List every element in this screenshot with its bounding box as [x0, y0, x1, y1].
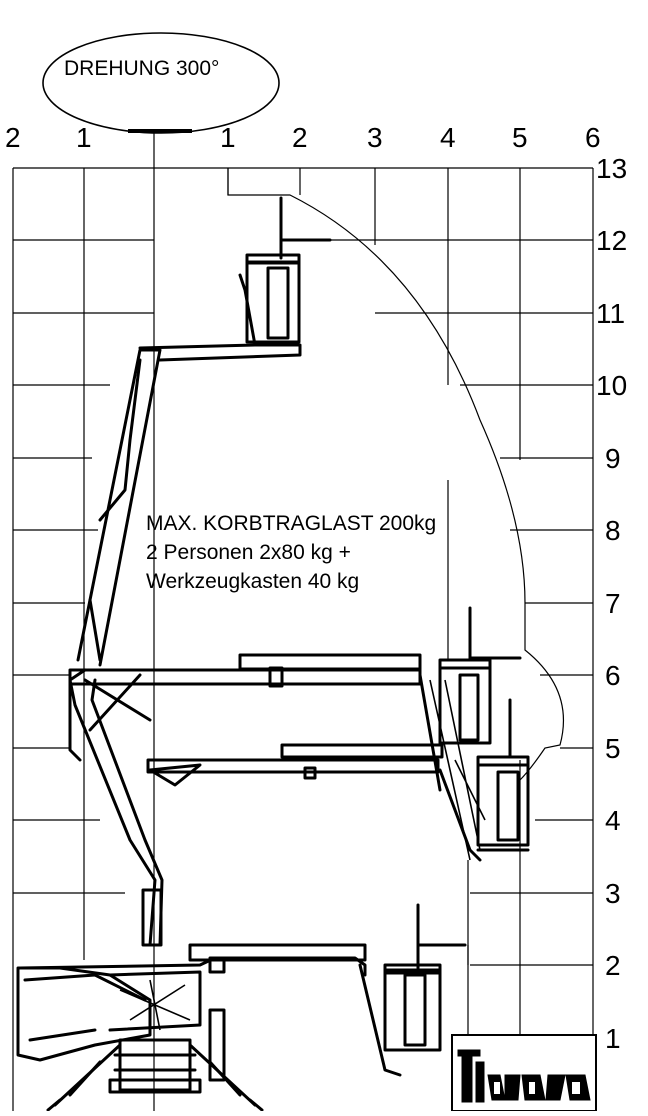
basket-right-inner — [496, 770, 520, 842]
y-tick-label: 9 — [605, 443, 621, 474]
upper-boom-rest — [188, 943, 367, 962]
basket-low-rail — [383, 963, 442, 975]
y-tick-label: 7 — [605, 588, 621, 619]
x-tick-label: 2 — [5, 122, 21, 153]
y-tick-label: 13 — [596, 153, 627, 184]
turret-housing — [108, 970, 202, 1032]
low-boom-joint — [303, 766, 317, 780]
basket-arm-low — [358, 963, 402, 1077]
y-tick-label: 11 — [596, 298, 625, 329]
outrigger-struts — [68, 1060, 242, 1097]
mid-boom-link — [83, 673, 152, 732]
y-tick-label: 4 — [605, 805, 621, 836]
basket-top — [245, 260, 301, 344]
mid-boom-upper — [68, 668, 422, 686]
x-tick-label: 6 — [585, 122, 601, 153]
x-axis-labels: 2 1 1 2 3 4 5 6 — [5, 122, 601, 153]
mid-boom-joint — [268, 666, 284, 688]
low-boom-telescope — [280, 743, 444, 759]
working-envelope-curve — [227, 168, 564, 781]
low-boom-link — [148, 763, 202, 787]
x-tick-label: 5 — [512, 122, 528, 153]
x-tick-label: 3 — [367, 122, 383, 153]
load-info-line-2: 2 Personen 2x80 kg + — [146, 541, 351, 564]
turret-lattice — [119, 979, 191, 1031]
basket-right-arm — [438, 768, 482, 862]
top-boom — [138, 343, 302, 362]
y-tick-label: 6 — [605, 660, 621, 691]
manufacturer-logo-icon — [457, 1049, 591, 1103]
chassis-body — [16, 966, 152, 1062]
mid-boom-telescope — [238, 653, 422, 671]
rotation-ellipse — [42, 32, 280, 134]
basket-hatch — [429, 679, 486, 861]
y-axis-labels: 13 12 11 10 9 8 7 6 5 4 3 2 1 — [596, 153, 627, 1054]
x-tick-label: 2 — [292, 122, 308, 153]
turret-base — [118, 1038, 192, 1092]
y-tick-label: 8 — [605, 515, 621, 546]
low-boom — [146, 758, 440, 774]
y-tick-label: 12 — [596, 225, 627, 256]
grid — [12, 130, 594, 1111]
basket-top-rail — [245, 253, 301, 265]
load-info: MAX. KORBTRAGLAST 200kg 2 Personen 2x80 … — [146, 512, 436, 593]
base-plate — [108, 1078, 202, 1094]
rotation-label: DREHUNG 300° — [64, 57, 219, 80]
knuckle-joint — [68, 678, 82, 762]
y-tick-label: 5 — [605, 733, 621, 764]
basket-mid-inner — [458, 673, 480, 742]
basket-mid-rail — [438, 658, 492, 670]
basket-right-rail — [476, 755, 530, 767]
x-tick-label: 4 — [440, 122, 456, 153]
upper-arm-raised — [76, 348, 162, 667]
upper-arm-cylinder — [98, 358, 142, 522]
x-tick-label: 1 — [220, 122, 236, 153]
main-column-right — [90, 678, 164, 947]
basket-top-inner — [266, 266, 290, 340]
column-cylinder — [141, 888, 163, 947]
chassis-detail — [23, 973, 147, 1042]
lower-boom-rest — [18, 956, 367, 977]
y-tick-label: 2 — [605, 950, 621, 981]
platform-lift-drawing — [16, 196, 530, 1112]
upper-arm-brace — [88, 598, 102, 662]
top-basket-arm — [238, 273, 257, 347]
boom-joint — [208, 956, 226, 974]
y-tick-label: 1 — [605, 1023, 621, 1054]
load-info-line-3: Werkzeugkasten 40 kg — [146, 570, 359, 593]
basket-mid — [438, 666, 492, 745]
manufacturer-logo — [451, 1034, 597, 1112]
basket-low-inner — [403, 973, 427, 1047]
y-tick-label: 10 — [596, 370, 627, 401]
x-tick-label: 1 — [76, 122, 92, 153]
basket-low — [383, 968, 442, 1052]
y-tick-label: 3 — [605, 878, 621, 909]
load-info-line-1: MAX. KORBTRAGLAST 200kg — [146, 512, 436, 535]
rotation-indicator: DREHUNG 300° — [42, 32, 280, 134]
rear-support — [208, 1008, 226, 1082]
